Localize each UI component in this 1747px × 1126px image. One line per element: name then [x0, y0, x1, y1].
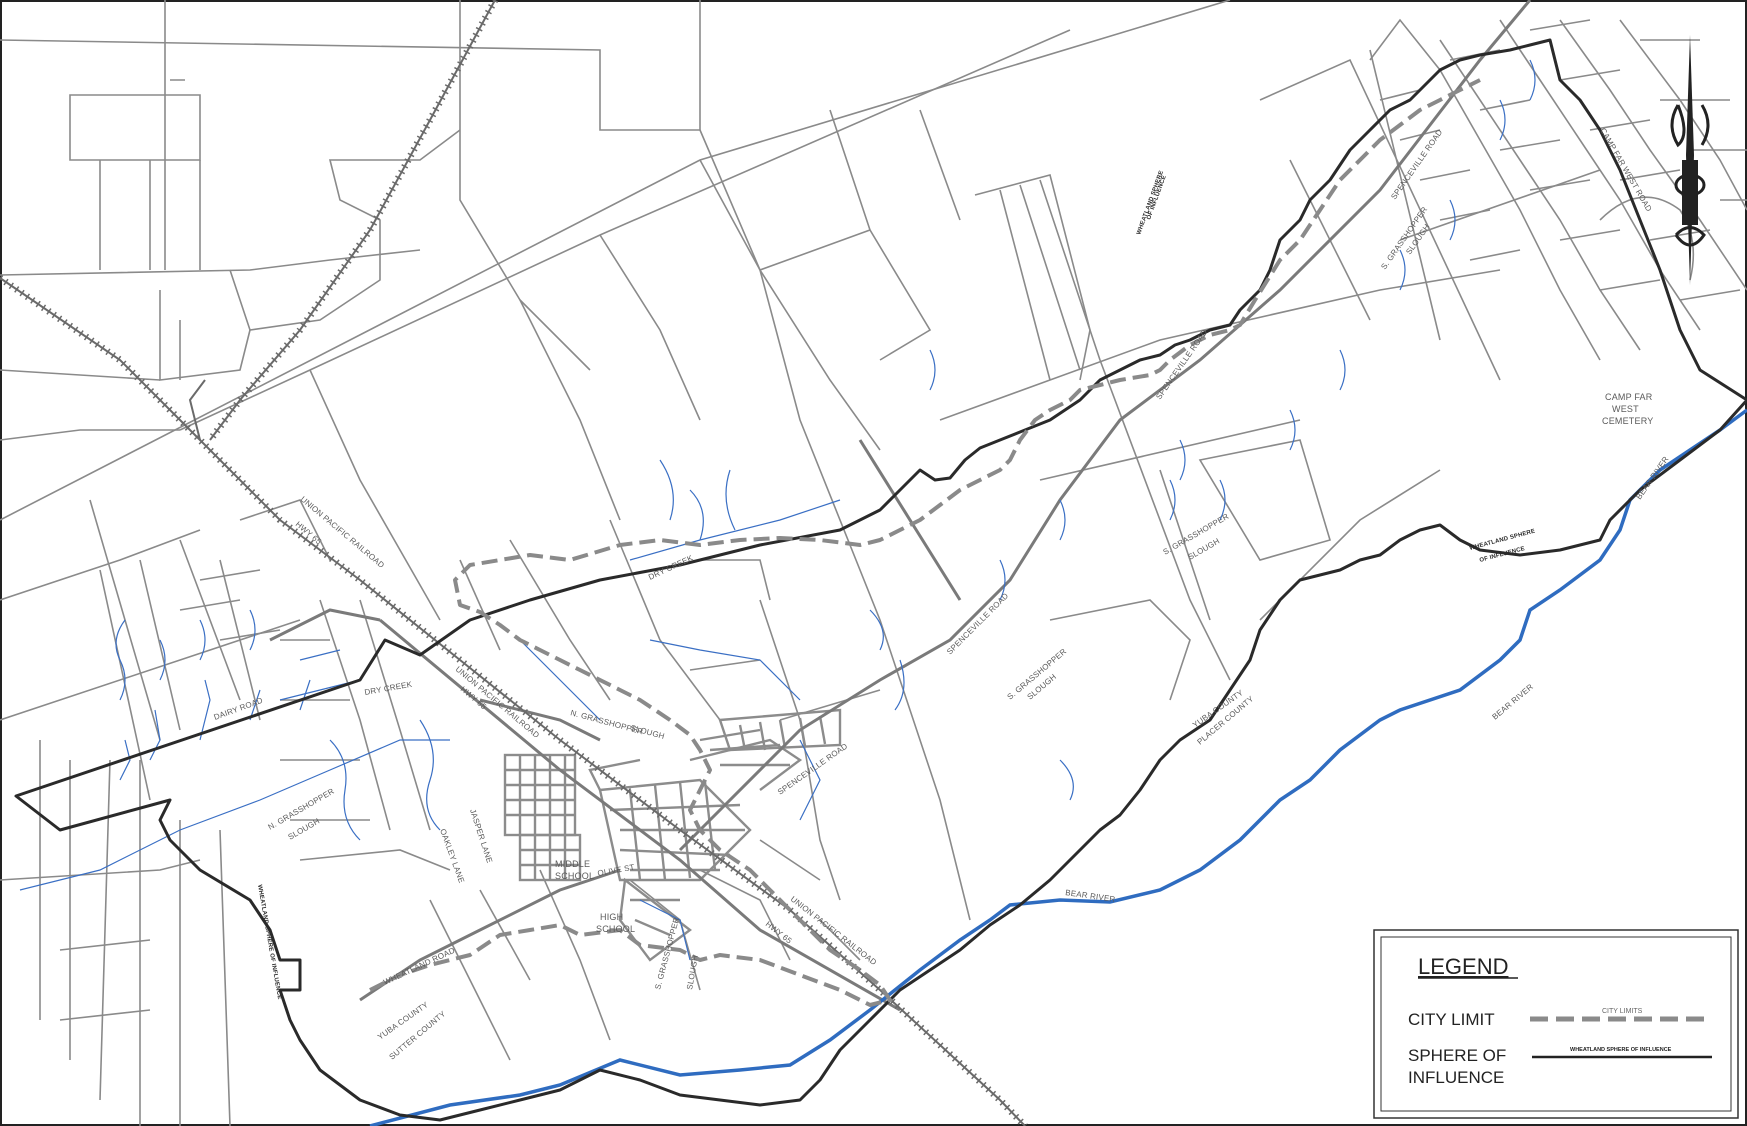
legend-sphere-sample: WHEATLAND SPHERE OF INFLUENCE [1570, 1047, 1672, 1053]
legend-sphere-label-2: INFLUENCE [1408, 1068, 1504, 1087]
city-limit-boundary [369, 78, 1481, 1007]
legend-sphere-label-1: SPHERE OF [1408, 1046, 1506, 1065]
label-camp-far-west-cemetery-1: CAMP FAR [1605, 392, 1653, 402]
legend-city-limit-label: CITY LIMIT [1408, 1010, 1495, 1029]
legend-city-limit-sample: CITY LIMITS [1602, 1008, 1643, 1015]
water-features [19, 59, 1747, 1126]
label-middle-school-2: SCHOOL [555, 871, 594, 881]
label-camp-far-west-cemetery-3: CEMETERY [1602, 416, 1653, 426]
legend-title: LEGEND [1418, 954, 1508, 979]
sphere-of-influence-boundary [14, 38, 1747, 1122]
bear-river [369, 408, 1747, 1126]
label-middle-school-1: MIDDLE [555, 859, 590, 869]
label-camp-far-west-cemetery-2: WEST [1612, 404, 1639, 414]
label-high-school-2: SCHOOL [596, 924, 635, 934]
legend: LEGEND CITY LIMIT CITY LIMITS SPHERE OF … [1373, 929, 1739, 1119]
north-arrow-icon [1670, 35, 1710, 285]
railroads [0, 0, 1028, 1126]
label-high-school-1: HIGH [600, 912, 623, 922]
town-street-grid [503, 708, 842, 962]
